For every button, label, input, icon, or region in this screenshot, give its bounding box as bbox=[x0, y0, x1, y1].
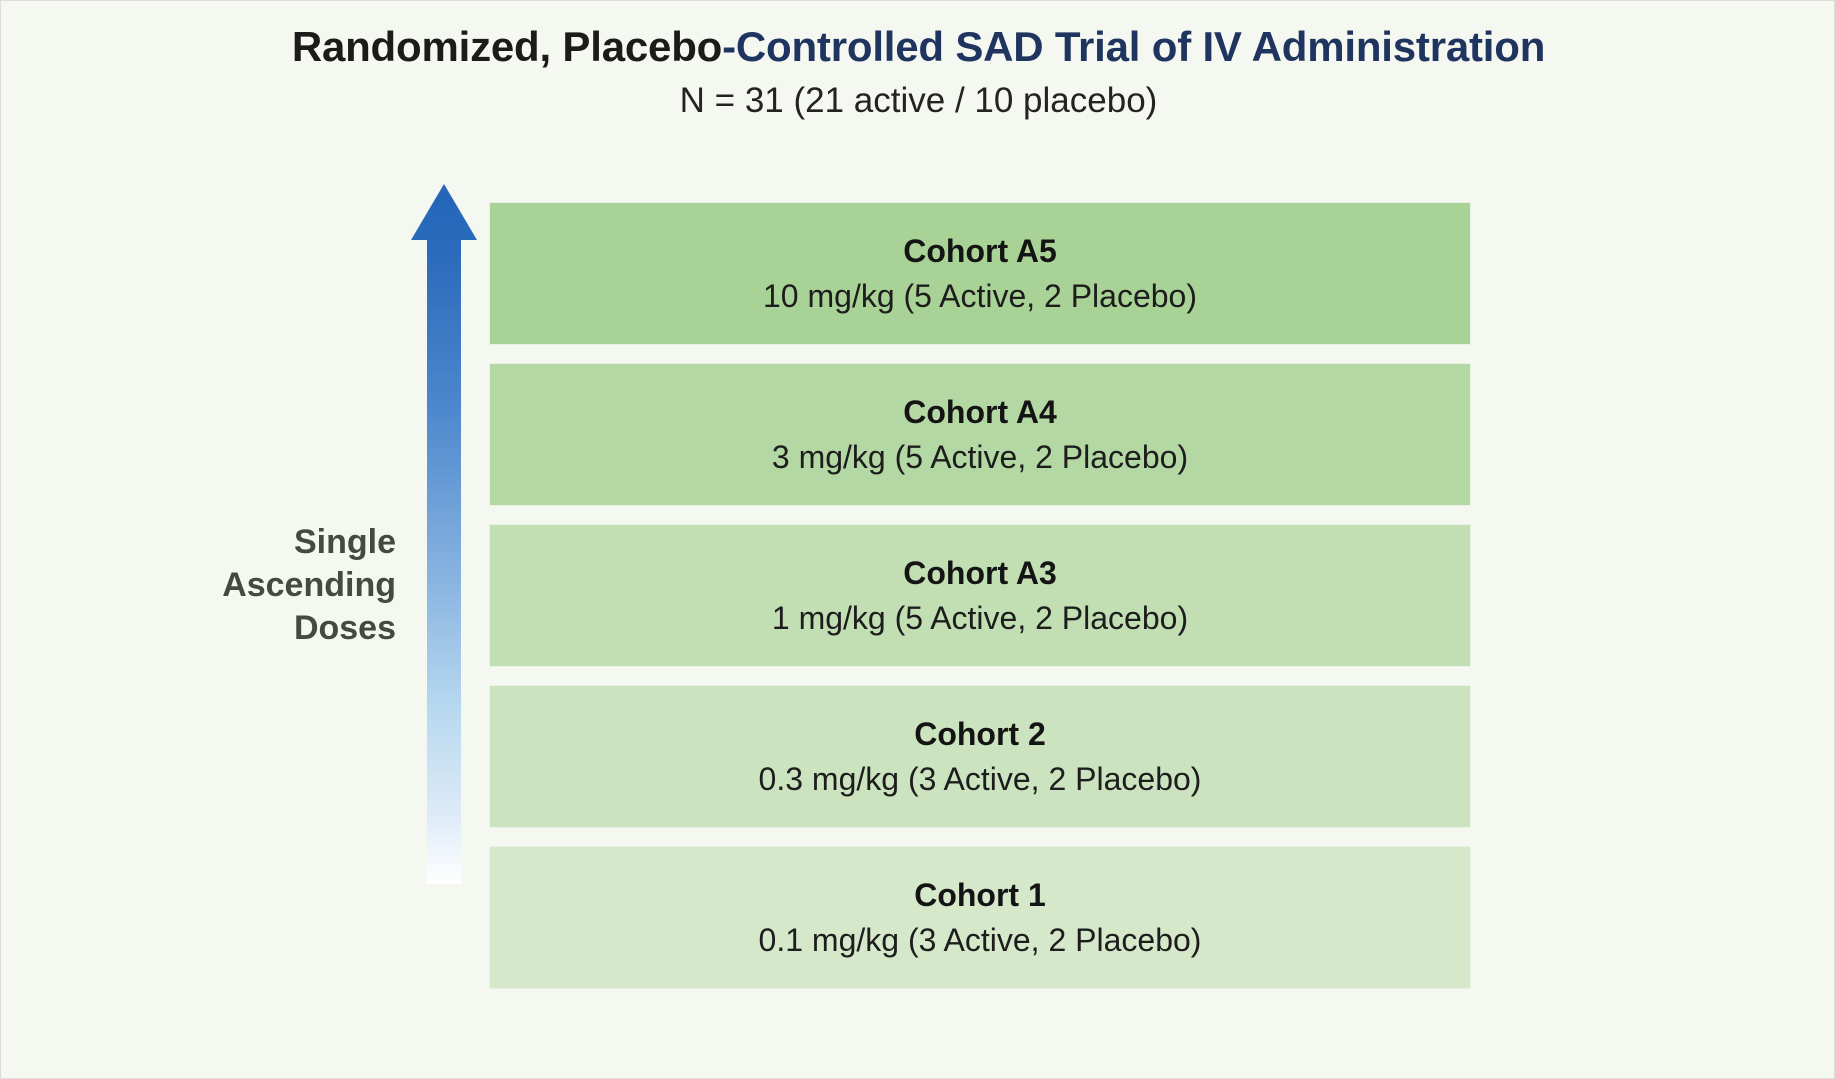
page-title-blue-part: -Controlled SAD Trial of IV Administrati… bbox=[722, 23, 1546, 70]
cohort-box[interactable]: Cohort A3 1 mg/kg (5 Active, 2 Placebo) bbox=[489, 524, 1471, 667]
cohort-dose: 0.1 mg/kg (3 Active, 2 Placebo) bbox=[758, 921, 1202, 958]
cohort-box[interactable]: Cohort A4 3 mg/kg (5 Active, 2 Placebo) bbox=[489, 363, 1471, 506]
cohort-name: Cohort A4 bbox=[903, 394, 1057, 431]
cohort-name: Cohort 1 bbox=[914, 877, 1046, 914]
arrow-shape bbox=[411, 184, 477, 884]
cohort-dose: 3 mg/kg (5 Active, 2 Placebo) bbox=[771, 438, 1189, 475]
cohort-name: Cohort 2 bbox=[914, 716, 1046, 753]
ascending-arrow-icon bbox=[409, 184, 479, 884]
cohort-dose: 0.3 mg/kg (3 Active, 2 Placebo) bbox=[758, 760, 1202, 797]
axis-label-line-2: Ascending bbox=[222, 565, 396, 604]
axis-label-single-ascending-doses: Single Ascending Doses bbox=[121, 521, 396, 649]
cohort-dose: 1 mg/kg (5 Active, 2 Placebo) bbox=[771, 599, 1189, 636]
cohort-box[interactable]: Cohort 2 0.3 mg/kg (3 Active, 2 Placebo) bbox=[489, 685, 1471, 828]
axis-label-line-1: Single bbox=[293, 523, 396, 561]
cohort-name: Cohort A5 bbox=[903, 233, 1057, 270]
cohort-box[interactable]: Cohort 1 0.1 mg/kg (3 Active, 2 Placebo) bbox=[489, 846, 1471, 989]
title-block: Randomized, Placebo-Controlled SAD Trial… bbox=[1, 23, 1834, 121]
page-subtitle: N = 31 (21 active / 10 placebo) bbox=[679, 80, 1158, 120]
cohort-box[interactable]: Cohort A5 10 mg/kg (5 Active, 2 Placebo) bbox=[489, 202, 1471, 345]
page-title: Randomized, Placebo-Controlled SAD Trial… bbox=[1, 23, 1834, 71]
cohort-dose: 10 mg/kg (5 Active, 2 Placebo) bbox=[763, 277, 1197, 314]
cohort-name: Cohort A3 bbox=[903, 555, 1057, 592]
ascending-arrow-svg bbox=[411, 184, 477, 884]
axis-label-line-3: Doses bbox=[293, 608, 396, 647]
page-title-dark-part: Randomized, Placebo bbox=[291, 23, 723, 70]
